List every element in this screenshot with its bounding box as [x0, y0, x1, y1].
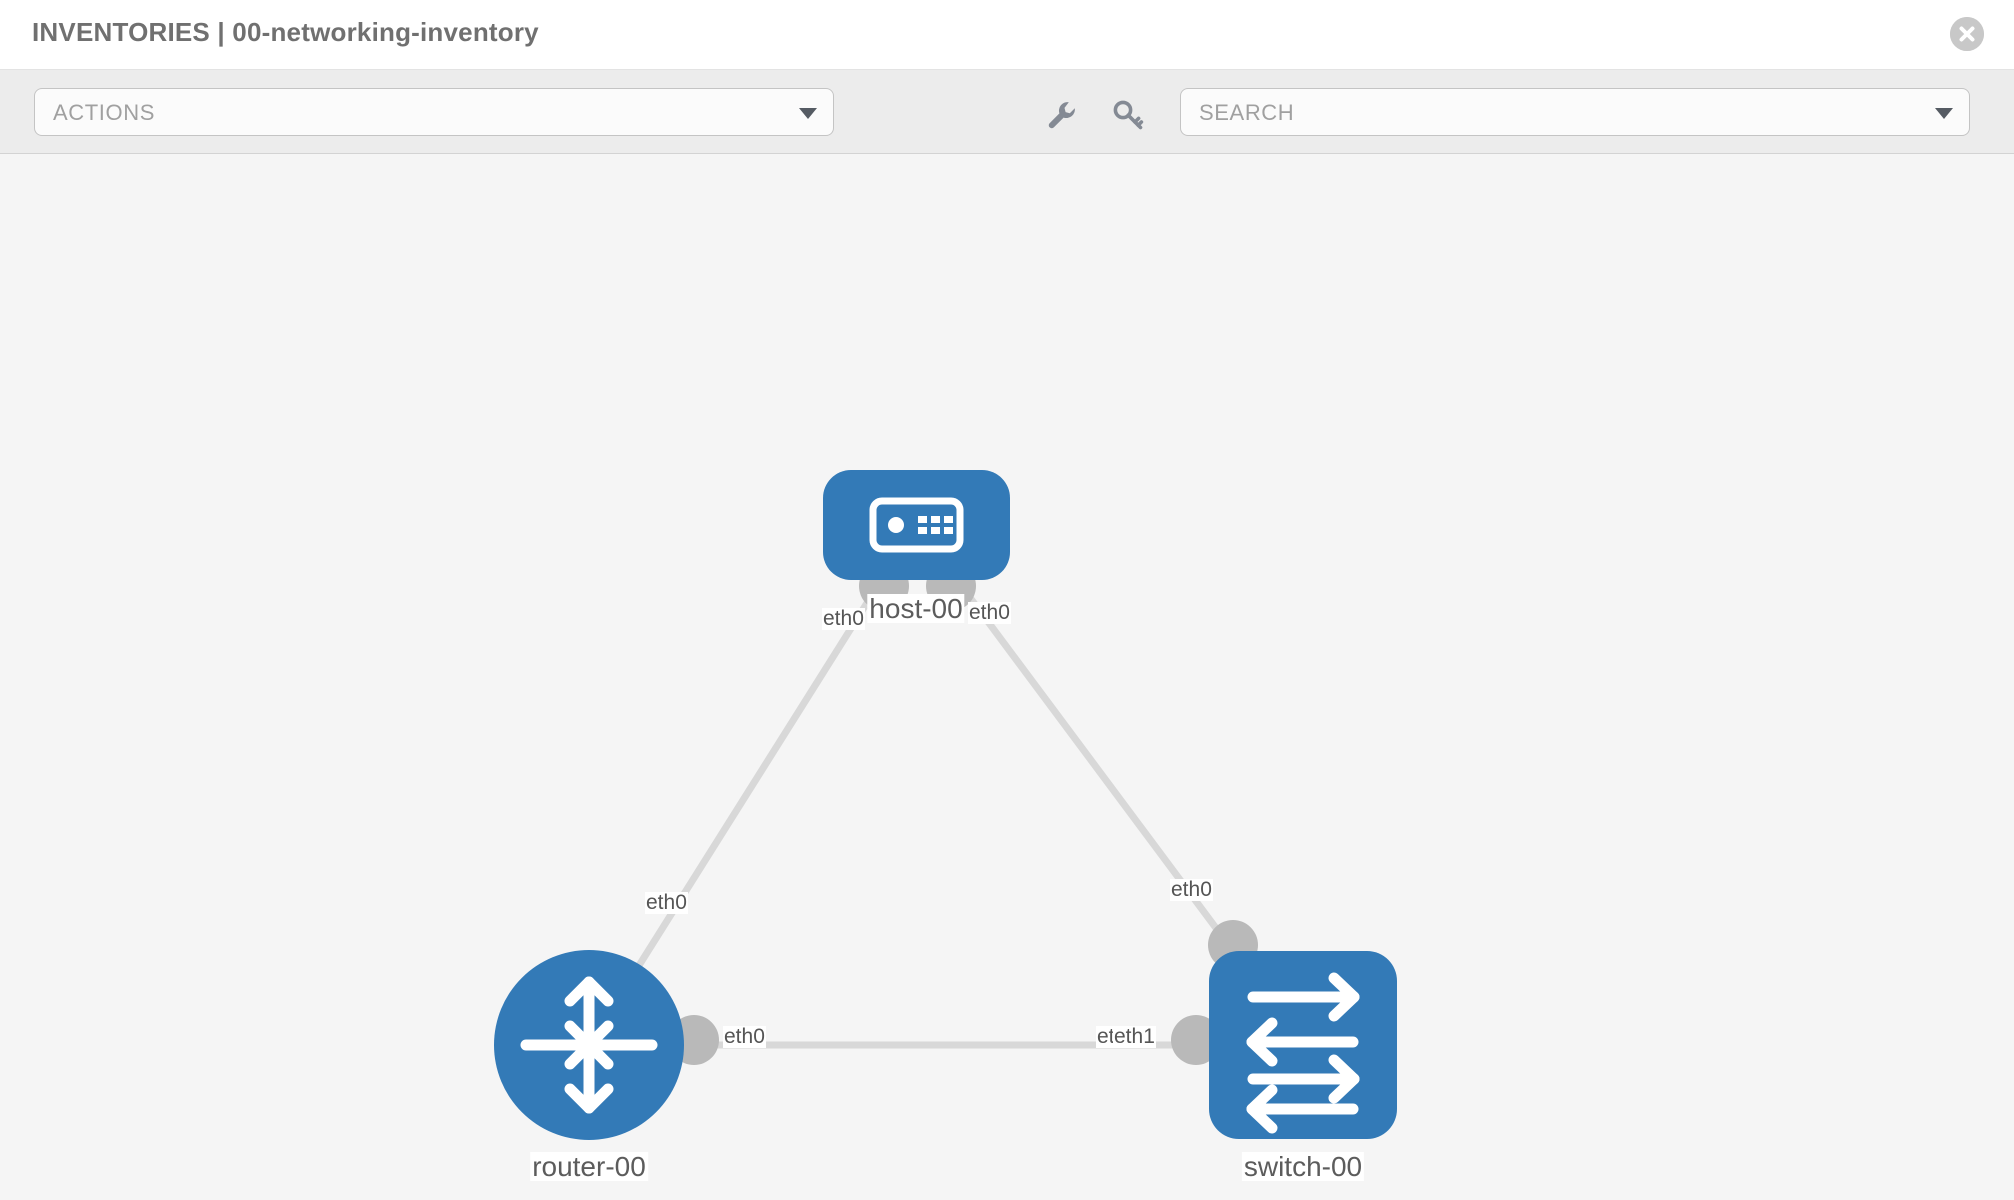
toolbar: ACTIONS SEARCH: [0, 70, 2014, 154]
node-label-host-00: host-00: [867, 593, 965, 624]
page-header: INVENTORIES | 00-networking-inventory: [0, 0, 2014, 70]
router-arrows-icon: [520, 976, 658, 1114]
chevron-down-icon: [1935, 108, 1953, 119]
search-placeholder: SEARCH: [1199, 100, 1295, 125]
link-label-switch-eth1: eth1: [1113, 1025, 1156, 1049]
node-switch-00: [1209, 951, 1397, 1139]
link-label-host-eth0-right: eth0: [968, 601, 1011, 625]
link-label-router-eth0: eth0: [723, 1025, 766, 1049]
node-router-00: [494, 950, 684, 1140]
node-label-switch-00: switch-00: [1241, 1151, 1365, 1182]
node-host-00: [823, 470, 1010, 580]
actions-dropdown-label: ACTIONS: [53, 100, 155, 125]
close-icon[interactable]: [1950, 17, 1984, 51]
link-label-router-eth0-uplink: eth0: [645, 891, 688, 915]
node-label-router-00: router-00: [530, 1151, 648, 1182]
connector-switch-left: [1171, 1015, 1221, 1065]
actions-dropdown[interactable]: ACTIONS: [34, 88, 834, 136]
key-icon[interactable]: [1110, 97, 1146, 133]
link-label-host-eth0-left: eth0: [822, 607, 865, 631]
topology-graph: [494, 470, 1397, 1140]
page-title: INVENTORIES | 00-networking-inventory: [32, 17, 539, 47]
chevron-down-icon: [799, 108, 817, 119]
search-input[interactable]: SEARCH: [1180, 88, 1970, 136]
server-icon: [869, 497, 964, 553]
link-label-switch-eth0-uplink: eth0: [1170, 878, 1213, 902]
wrench-icon[interactable]: [1043, 97, 1079, 133]
switch-arrows-icon: [1246, 972, 1360, 1134]
topology-canvas[interactable]: host-00 router-00 switch-00 eth0 eth0 et…: [0, 154, 2014, 1200]
topology-connectors: [669, 561, 1258, 1065]
